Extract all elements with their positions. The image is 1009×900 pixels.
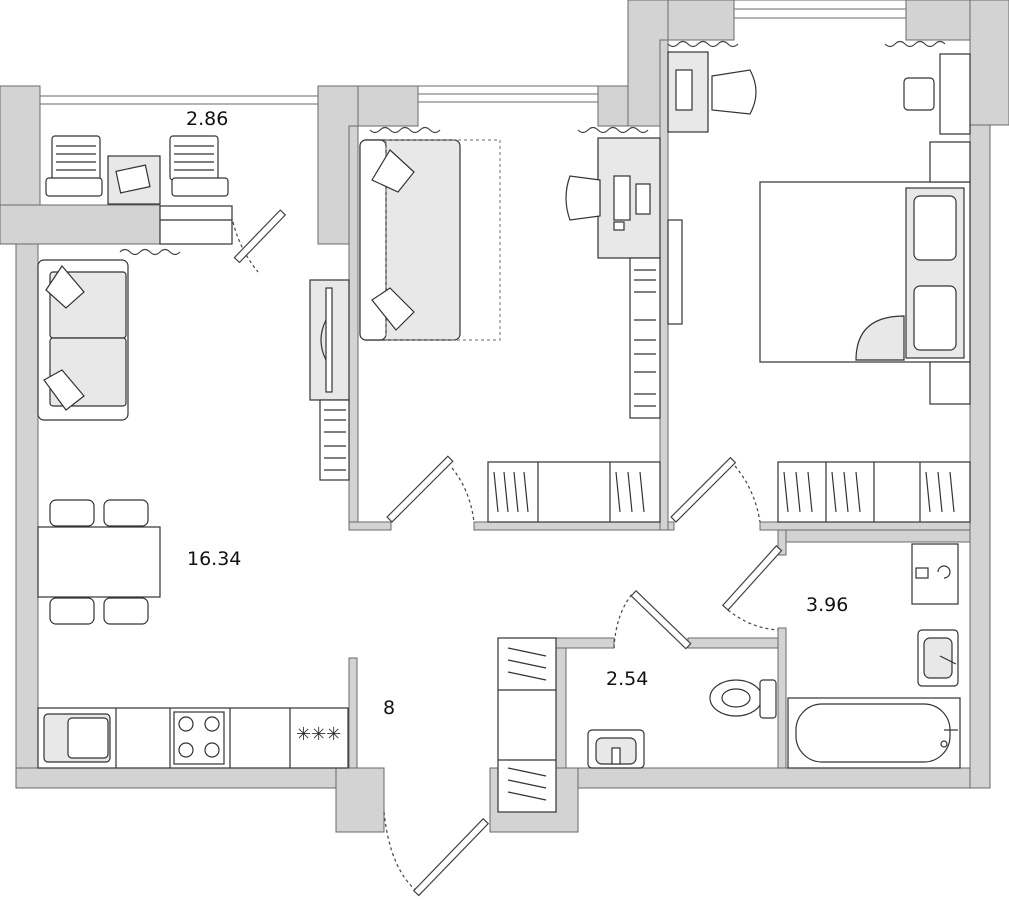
radiator-bedroom2-b — [884, 40, 946, 48]
wall-bath-left — [777, 627, 787, 769]
cooktop-icon — [178, 716, 194, 732]
pillow-icon — [913, 195, 957, 261]
doors — [232, 209, 783, 897]
office-chair — [711, 69, 757, 115]
balcony-furniture — [45, 135, 233, 245]
washing-machine-icon — [911, 543, 959, 605]
wall-entry-left — [335, 767, 385, 833]
door-bedroom2-swing — [734, 465, 761, 523]
washbasin-bathroom — [917, 629, 959, 687]
door-bedroom1-swing — [451, 467, 475, 523]
snowflake-icon: ✳✳✳ — [296, 724, 341, 745]
wall-toilet-top-b — [687, 637, 779, 649]
wall-bedroom1-bottom-b — [473, 521, 675, 531]
bed-double — [759, 181, 971, 363]
radiator-bedroom1-a — [369, 126, 441, 134]
pillow-icon — [913, 285, 957, 351]
radiator-bedroom2-a — [667, 40, 739, 48]
pillow-icon — [43, 369, 85, 411]
wall-right-col — [969, 0, 1009, 126]
wall-bedroom-divider — [659, 39, 669, 531]
sofa-bed — [359, 139, 501, 341]
wall-pillar-mid — [597, 85, 629, 127]
door-bathroom-swing — [727, 609, 779, 631]
door-balcony-leaf[interactable] — [233, 209, 287, 264]
wall-hall-stub — [348, 657, 358, 769]
area-label-balcony: 2.86 — [186, 108, 228, 130]
side-table-icon — [903, 77, 935, 111]
chair — [49, 597, 95, 625]
bookshelf-living — [319, 399, 350, 481]
computer-icon — [675, 69, 693, 111]
area-label-living-kitchen: 16.34 — [187, 548, 241, 570]
door-bathroom-leaf[interactable] — [721, 545, 783, 611]
desk-bedroom1 — [565, 137, 661, 259]
wall-bedroom1-bottom-a — [348, 521, 392, 531]
newspaper-icon — [115, 164, 151, 194]
desk-bedroom2 — [667, 51, 757, 133]
windows — [39, 0, 907, 105]
area-label-hallway: 8 — [383, 697, 395, 719]
radiator-bedroom1-b — [577, 126, 649, 134]
wall-bottom-right — [577, 767, 991, 789]
bedroom2-furniture — [667, 51, 971, 523]
wall-bedroom2-bottom — [759, 521, 971, 531]
chair — [103, 499, 149, 527]
door-toilet-swing — [613, 591, 635, 649]
door-bedroom1-leaf[interactable] — [386, 455, 454, 523]
living-furniture: ✳✳✳ — [37, 259, 350, 769]
tv-unit-living — [309, 279, 350, 401]
wall-bath-top — [785, 529, 971, 543]
toilet-bowl-icon — [709, 679, 777, 719]
shelf-bedroom2 — [939, 53, 971, 135]
computer-icon — [613, 175, 631, 221]
office-chair — [565, 175, 601, 221]
wall-bath-left-upper — [777, 529, 787, 556]
wardrobe-bedroom1 — [487, 461, 661, 523]
chair — [103, 597, 149, 625]
toilet-fixtures — [587, 679, 777, 769]
nightstand — [929, 361, 971, 405]
wardrobe-bedroom2 — [777, 461, 971, 523]
bookshelf-bedroom1 — [629, 257, 661, 419]
window-balcony — [39, 95, 319, 105]
wall-bedroom1-left — [348, 125, 359, 531]
pillow-icon — [45, 265, 85, 309]
door-entrance-swing — [383, 811, 419, 893]
door-toilet-leaf[interactable] — [630, 589, 692, 650]
washbasin-toilet — [587, 729, 645, 769]
wall-toilet-left — [555, 647, 567, 769]
pillow-icon — [371, 149, 415, 193]
area-label-toilet: 2.54 — [606, 668, 648, 690]
nightstand — [929, 141, 971, 183]
dining-table — [37, 499, 161, 625]
wall-pillar-top — [357, 85, 419, 127]
area-labels: 2.86 16.34 8 2.54 3.96 — [186, 108, 848, 719]
wall-left — [15, 243, 39, 789]
radiators — [119, 40, 946, 256]
bedroom1-furniture — [359, 137, 661, 523]
door-entrance-leaf[interactable] — [412, 817, 490, 897]
wall-balcony-bottom-left — [0, 204, 161, 245]
door-bedroom2-leaf[interactable] — [670, 456, 737, 523]
area-label-bathroom: 3.96 — [806, 594, 848, 616]
deck-chair-right — [169, 135, 229, 197]
sofa-living — [37, 259, 129, 421]
bathroom-fixtures — [787, 543, 961, 769]
tv-unit-bedroom2 — [667, 219, 683, 325]
bathtub-icon — [787, 697, 961, 769]
radiator-living — [119, 248, 181, 256]
hall-wardrobe — [497, 637, 557, 813]
pillow-icon — [371, 287, 415, 331]
hallway-furniture — [497, 637, 557, 813]
wall-right — [969, 124, 991, 789]
deck-chair-left — [45, 135, 103, 197]
wall-bottom-left — [15, 767, 357, 789]
kitchen-counter: ✳✳✳ — [37, 707, 349, 769]
chair — [49, 499, 95, 527]
balcony-bench — [159, 205, 233, 245]
